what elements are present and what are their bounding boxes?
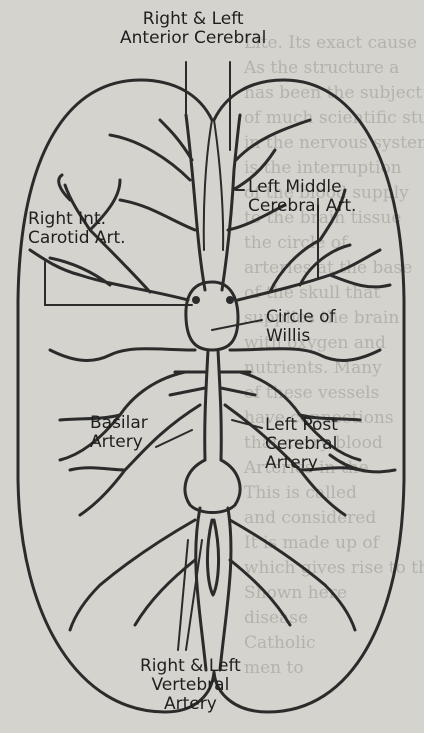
label-line: Artery — [265, 454, 338, 473]
background-text-line: Lite. Its exact cause — [244, 33, 417, 53]
vertebral-arteries — [196, 508, 231, 670]
label-posterior-cerebral: Left Post Cerebral Artery — [265, 416, 338, 473]
background-text-line: This is called — [244, 483, 357, 503]
label-line: Circle of — [266, 308, 336, 327]
label-line: Basilar — [90, 414, 148, 433]
background-text-line: It is made up of — [244, 533, 381, 553]
background-text-line: has been the subject — [244, 83, 422, 103]
label-line: Artery — [90, 433, 148, 452]
label-line: Willis — [266, 327, 336, 346]
background-printed-text: Lite. Its exact cause As the structure a h… — [243, 33, 424, 678]
label-internal-carotid: Right Int. Carotid Art. — [28, 210, 126, 248]
circle-of-willis — [186, 282, 238, 350]
label-line: Cerebral — [265, 435, 338, 454]
label-basilar-artery: Basilar Artery — [90, 414, 148, 452]
background-text-line: of much scientific study — [244, 108, 424, 128]
label-anterior-cerebral: Right & Left Anterior Cerebral — [120, 10, 266, 48]
background-text-line: of these vessels — [244, 383, 379, 403]
label-line: Left Post — [265, 416, 338, 435]
carotid-junction-dot — [192, 296, 200, 304]
background-text-line: nutrients. Many — [244, 358, 382, 378]
longitudinal-fissure — [204, 120, 223, 250]
background-text-line: disease — [244, 608, 308, 628]
label-line: Right & Left — [140, 657, 241, 676]
label-middle-cerebral: Left Middle Cerebral Art. — [248, 178, 356, 216]
background-text-line: Catholic — [244, 633, 316, 653]
label-line: Right & Left — [120, 10, 266, 29]
label-line: Carotid Art. — [28, 229, 126, 248]
label-line: Artery — [140, 695, 241, 714]
label-line: Cerebral Art. — [248, 197, 356, 216]
label-line: Left Middle — [248, 178, 356, 197]
basilar-artery — [170, 350, 255, 460]
label-circle-of-willis: Circle of Willis — [266, 308, 336, 346]
label-line: Anterior Cerebral — [120, 29, 266, 48]
brainstem-outline — [185, 460, 240, 513]
label-line: Right Int. — [28, 210, 126, 229]
background-text-line: men to — [244, 658, 304, 678]
middle-junction-dot — [226, 296, 234, 304]
label-vertebral-artery: Right & Left Vertebral Artery — [140, 657, 241, 714]
background-text-line: As the structure a — [243, 58, 399, 78]
label-line: Vertebral — [140, 676, 241, 695]
background-text-line: and considered — [244, 508, 376, 528]
